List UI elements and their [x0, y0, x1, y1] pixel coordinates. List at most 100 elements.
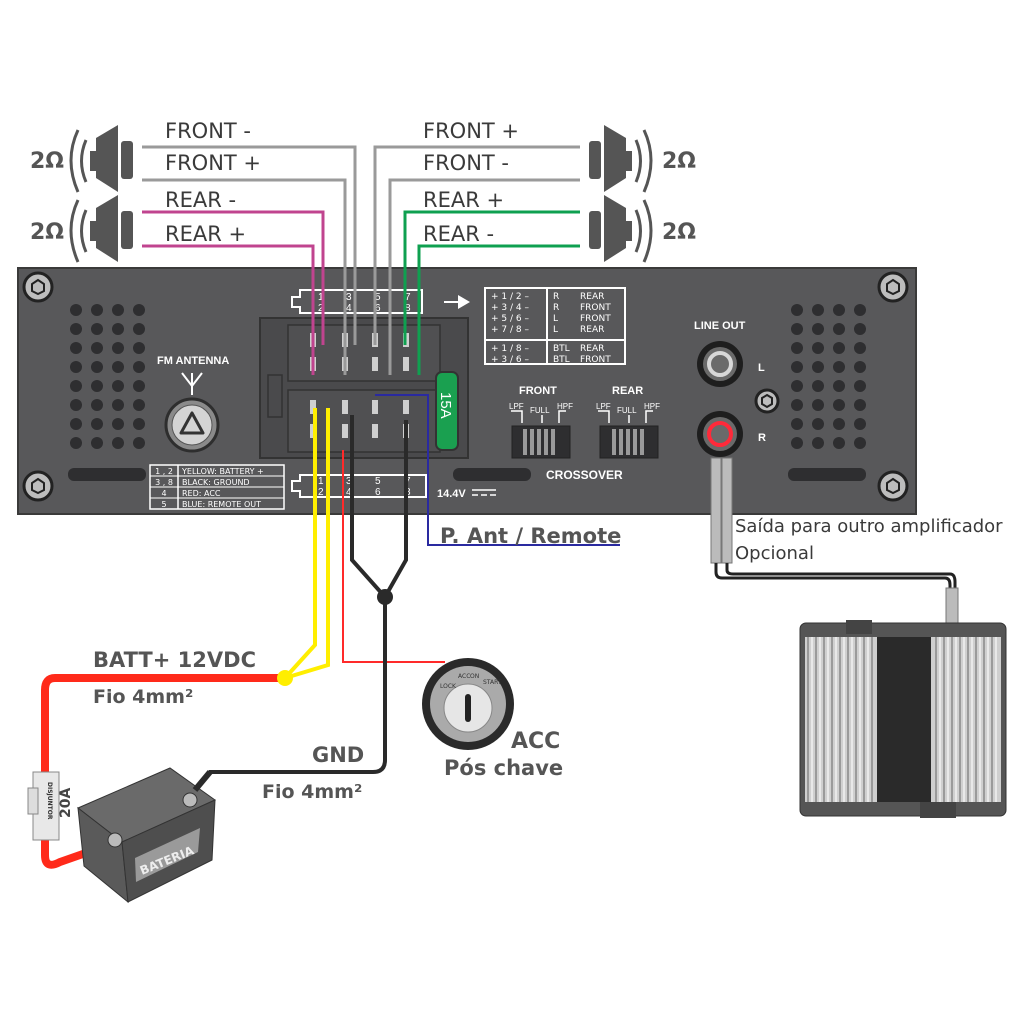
- crossover-front-label: FRONT: [519, 385, 557, 397]
- vent-hole: [833, 399, 845, 411]
- left-front-minus-label: FRONT -: [165, 119, 251, 143]
- rca-cable: [710, 457, 959, 629]
- vent-hole: [112, 437, 124, 449]
- vent-hole: [91, 399, 103, 411]
- pin-label: 2: [318, 487, 324, 498]
- table-cell-pins: + 3 / 4 –: [491, 303, 529, 313]
- vent-hole: [133, 304, 145, 316]
- ignition-position-label: ACC: [458, 673, 470, 680]
- rca-jack-left[interactable]: [697, 341, 743, 387]
- table-cell-position: FRONT: [580, 314, 611, 324]
- vent-hole: [70, 304, 82, 316]
- vent-hole: [854, 361, 866, 373]
- vent-hole: [112, 380, 124, 392]
- vent-hole: [791, 399, 803, 411]
- table-cell-side: R: [553, 303, 559, 313]
- vent-hole: [70, 380, 82, 392]
- speaker-right-front: 2Ω: [589, 125, 696, 193]
- table-cell-pins: + 5 / 6 –: [491, 314, 529, 324]
- crossover-front-switch[interactable]: [511, 425, 571, 459]
- table-cell-pins: + 7 / 8 –: [491, 325, 529, 335]
- remote-label: P. Ant / Remote: [440, 524, 621, 548]
- line-out-label: LINE OUT: [694, 320, 746, 332]
- external-amplifier: [799, 620, 1007, 818]
- table-cell-desc: YELLOW: BATTERY +: [181, 467, 264, 476]
- ignition-switch[interactable]: LOCK ACC ON START: [422, 658, 514, 750]
- vent-hole: [91, 361, 103, 373]
- speaker-icon: [69, 125, 133, 193]
- vent-hole: [133, 361, 145, 373]
- circuit-breaker[interactable]: DISJUNTOR 20A: [27, 771, 74, 841]
- left-front-plus-label: FRONT +: [165, 151, 261, 175]
- batt-wire-label: Fio 4mm²: [93, 686, 193, 708]
- vent-hole: [91, 380, 103, 392]
- line-out-l-label: L: [758, 362, 765, 374]
- screw-icon: [754, 388, 780, 414]
- connector-pin: [342, 424, 348, 438]
- vent-hole: [833, 323, 845, 335]
- acc-sub-label: Pós chave: [444, 756, 563, 780]
- vent-hole: [854, 418, 866, 430]
- pin-label: 8: [405, 303, 411, 314]
- key-slot-icon: [465, 694, 471, 722]
- right-rear-minus-label: REAR -: [423, 222, 494, 246]
- pin-label: 1: [318, 476, 324, 487]
- vent-hole: [812, 380, 824, 392]
- vent-hole: [833, 304, 845, 316]
- vent-hole: [70, 418, 82, 430]
- right-front-plus-label: FRONT +: [423, 119, 519, 143]
- vent-hole: [133, 418, 145, 430]
- table-cell-pins: 5: [161, 500, 166, 509]
- ignition-position-label: START: [483, 679, 502, 686]
- vent-hole: [791, 323, 803, 335]
- fm-antenna-jack[interactable]: [164, 397, 220, 453]
- ignition-position-label: ON: [470, 673, 479, 680]
- pin-label: 4: [346, 303, 352, 314]
- pin-label: 1: [318, 292, 324, 303]
- connector-pin: [372, 400, 378, 414]
- speaker-right-rear: 2Ω: [589, 195, 696, 263]
- crossover-option-label: FULL: [617, 406, 637, 415]
- table-cell-position: FRONT: [580, 303, 611, 313]
- pin-label: 5: [375, 292, 381, 303]
- pin-label: 2: [318, 303, 324, 314]
- head-unit-panel: FM ANTENNA 1 3 5 7 2 4 6 8: [17, 267, 917, 515]
- vent-hole: [133, 323, 145, 335]
- table-cell-pins: 4: [161, 489, 166, 498]
- crossover-rear-label: REAR: [612, 385, 643, 397]
- terminal-positive: [107, 832, 123, 848]
- table-cell-pins: + 1 / 2 –: [491, 292, 529, 302]
- splice-point: [377, 589, 393, 605]
- vent-hole: [812, 342, 824, 354]
- table-cell-pins: + 1 / 8 –: [491, 344, 529, 354]
- vent-hole: [833, 380, 845, 392]
- batt-label: BATT+ 12VDC: [93, 648, 256, 672]
- connector-pin: [403, 400, 409, 414]
- gnd-wire-label: Fio 4mm²: [262, 781, 362, 803]
- screw-icon: [22, 470, 54, 502]
- fuse-15a[interactable]: 15A: [435, 371, 459, 451]
- vent-grid-left: [70, 304, 145, 449]
- table-cell-desc: BLACK: GROUND: [182, 478, 250, 487]
- crossover-title: CROSSOVER: [546, 468, 623, 482]
- rca-jack-right[interactable]: [697, 411, 743, 457]
- speaker-left-front: 2Ω: [30, 125, 133, 193]
- connector-top-label: 1 3 5 7 2 4 6 8: [291, 289, 423, 314]
- terminal-negative: [182, 792, 198, 808]
- table-cell-side: BTL: [553, 344, 570, 354]
- vent-hole: [833, 342, 845, 354]
- vent-hole: [91, 418, 103, 430]
- speaker-icon: [69, 195, 133, 263]
- impedance-label: 2Ω: [30, 149, 64, 174]
- gnd-label: GND: [312, 743, 364, 767]
- crossover-section: FRONT REAR LPF FULL HPF LPF FULL HPF C: [509, 385, 660, 482]
- crossover-rear-switch[interactable]: [599, 425, 659, 459]
- table-cell-side: R: [553, 292, 559, 302]
- vent-hole: [812, 304, 824, 316]
- table-cell-pins: + 3 / 6 –: [491, 355, 529, 365]
- vent-slot: [788, 468, 866, 481]
- vent-hole: [854, 304, 866, 316]
- fm-antenna-label: FM ANTENNA: [157, 355, 229, 367]
- vent-hole: [133, 399, 145, 411]
